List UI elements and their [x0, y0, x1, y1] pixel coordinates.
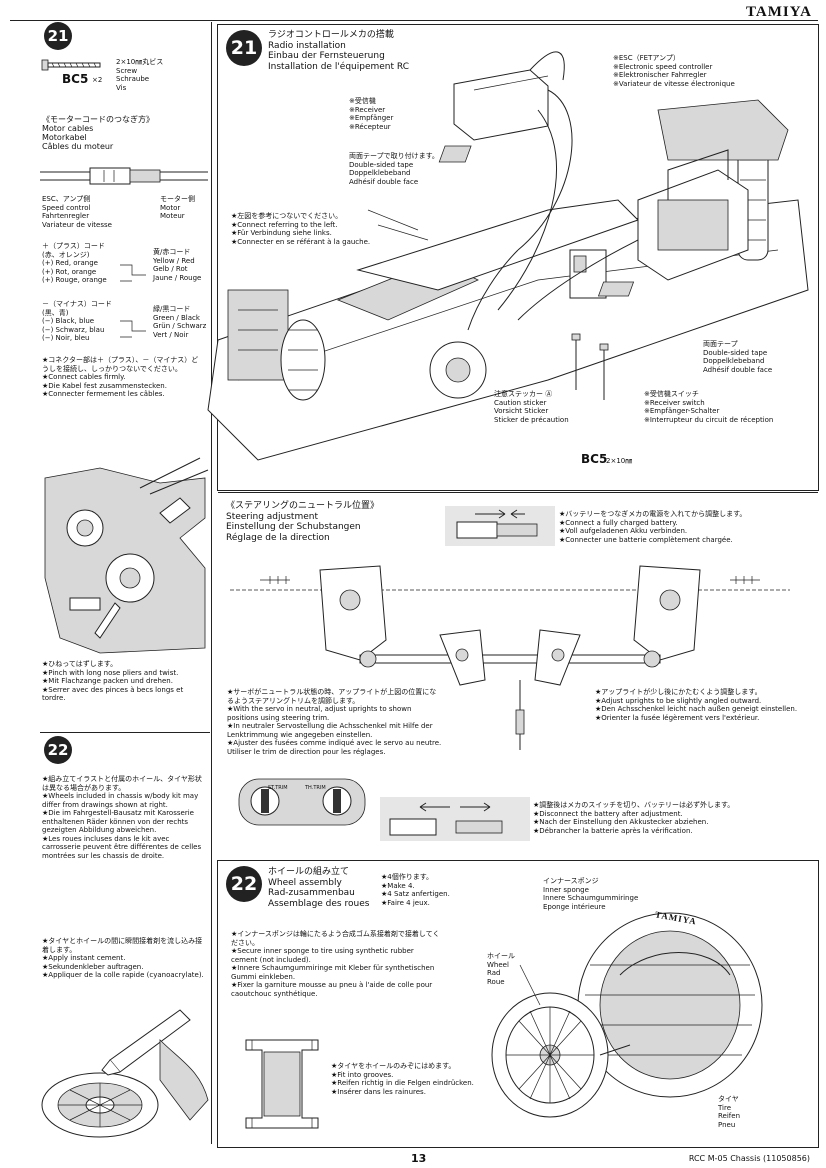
transmitter-trim-illustration [238, 778, 366, 826]
column-divider [211, 22, 212, 1144]
left-screw-spec: 2×10㎜丸ビス Screw Schraube Vis [116, 58, 164, 92]
make-4-note: ★4個作ります。 ★Make 4. ★4 Satz anfertigen. ★F… [381, 873, 450, 907]
pliers-illustration [40, 457, 210, 658]
connect-left-note: ★左図を参考につないでください。 ★Connect referring to t… [231, 212, 371, 246]
steering-diagram [230, 565, 790, 750]
disconnect-note: ★調整後はメカのスイッチを切り、バッテリーは必ず外します。 ★Disconnec… [533, 801, 735, 835]
inner-sponge-label: インナースポンジ Inner sponge Innere Schaumgummi… [543, 877, 639, 911]
screw-icon [41, 59, 101, 71]
st-trim-label: ST.TRIM [268, 785, 288, 791]
step-number-22: 22 [226, 866, 262, 902]
left-step22-rule [40, 732, 210, 733]
step21-screw-size: 2×10㎜ [606, 457, 633, 465]
radio-installation-title: ラジオコントロールメカの搭載 Radio installation Einbau… [268, 30, 409, 72]
wheels-note: ★組み立てイラストと付属のホイール、タイヤ形状は異なる場合があります。 ★Whe… [42, 775, 202, 860]
tape-right-label: 両面テープ Double-sided tape Doppelklebeband … [703, 340, 773, 374]
th-trim-label: TH.TRIM [305, 785, 326, 791]
steering-rule [218, 492, 818, 493]
connector-note: ★コネクター部は＋（プラス）、－（マイナス）どうしを接続し、しっかりつないでくだ… [42, 356, 199, 398]
battery-connector-on [445, 506, 555, 546]
tire-label: タイヤ Tire Reifen Pneu [718, 1095, 741, 1129]
chassis-illustration [207, 51, 809, 461]
glue-note: ★タイヤとホイールの間に瞬間接着剤を流し込み接着します。 ★Apply inst… [42, 937, 204, 979]
step-22-panel [217, 860, 819, 1148]
steering-title: 《ステアリングのニュートラル位置》 Steering adjustment Ei… [226, 501, 380, 543]
servo-neutral-note: ★サーボがニュートラル状態の時、アップライトが上図の位置になるようステアリングト… [227, 688, 442, 756]
esc-label: ※ESC（FETアンプ） ※Electronic speed controlle… [613, 54, 735, 88]
step21-screw-code: BC5 [581, 452, 608, 466]
step-number-21-small: 21 [44, 22, 72, 50]
battery-connector-off [380, 797, 530, 841]
step-21-panel [217, 24, 819, 491]
left-screw-code: BC5 [62, 72, 89, 86]
yellow-red-label: 黄/赤コード Yellow / Red Gelb / Rot Jaune / R… [153, 248, 202, 282]
step-number-21: 21 [226, 30, 262, 66]
tape-top-label: 両面テープで取り付けます。 Double-sided tape Doppelkl… [349, 152, 439, 186]
step-number-22-small: 22 [44, 736, 72, 764]
wheel-label: ホイール Wheel Rad Roue [487, 952, 515, 986]
cord-brackets [120, 264, 146, 338]
wheel-assembly-title: ホイールの組み立て Wheel assembly Rad-zusammenbau… [268, 867, 370, 909]
motor-cables-heading: 《モーターコードのつなぎ方》 Motor cables Motorkabel C… [42, 115, 154, 151]
caution-sticker-label: 注意ステッカー Ⓐ Caution sticker Vorsicht Stick… [494, 390, 569, 424]
wheel-tire-illustration [491, 912, 763, 1118]
fit-grooves-note: ★タイヤをホイールのみぞにはめます。 ★Fit into grooves. ★R… [331, 1062, 474, 1096]
receiver-switch-label: ※受信機スイッチ ※Receiver switch ※Empfänger-Sch… [644, 390, 774, 424]
glue-illustration [41, 1009, 209, 1138]
header-rule [10, 20, 818, 21]
tire-cross-section [245, 1039, 319, 1129]
sponge-cement-note: ★インナースポンジは輪にたるよう合成ゴム系接着剤で接着してください。 ★Secu… [231, 930, 440, 998]
pliers-note: ★ひねってはずします。 ★Pinch with long nose pliers… [42, 660, 184, 702]
esc-side-label: ESC、アンプ側 Speed control Fahrtenregler Var… [42, 195, 112, 229]
receiver-label: ※受信機 ※Receiver ※Empfänger ※Récepteur [349, 97, 394, 131]
battery-on-note: ★バッテリーをつなぎメカの電源を入れてから調整します。 ★Connect a f… [559, 510, 747, 544]
connector-diagram [40, 167, 208, 185]
plus-cord-label: ＋（プラス）コード (赤、オレンジ) (+) Red, orange (+) R… [42, 242, 107, 284]
green-black-label: 緑/黒コード Green / Black Grün / Schwarz Vert… [153, 305, 207, 339]
motor-side-label: モーター側 Motor Moteur [160, 195, 195, 220]
brand-logo: TAMIYA [745, 4, 812, 20]
uprights-angled-note: ★アップライトが少し後にかたむくよう調整します。 ★Adjust upright… [595, 688, 798, 722]
minus-cord-label: －（マイナス）コード (黒、青) (−) Black, blue (−) Sch… [42, 300, 112, 342]
page-number: 13 [411, 1152, 427, 1165]
left-screw-qty: ×2 [92, 76, 103, 84]
document-reference: RCC M-05 Chassis (11050856) [688, 1154, 810, 1163]
